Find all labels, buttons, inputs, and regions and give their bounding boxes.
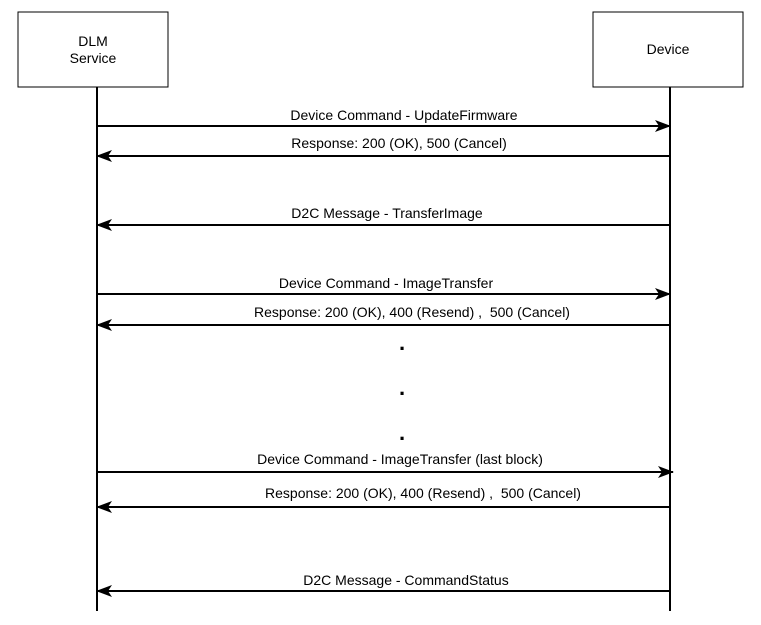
message-label: Device Command - ImageTransfer (last blo… (257, 451, 543, 467)
message-label: Response: 200 (OK), 400 (Resend) , 500 (… (265, 485, 581, 501)
message-command-status: D2C Message - CommandStatus (96, 572, 670, 597)
message-image-transfer: Device Command - ImageTransfer (97, 275, 671, 300)
participant-dlm-service-label-line1: DLM (78, 33, 108, 49)
message-label: Response: 200 (OK), 500 (Cancel) (291, 135, 507, 151)
message-update-firmware: Device Command - UpdateFirmware (97, 107, 671, 132)
ellipsis-dot: . (399, 420, 405, 445)
message-transfer-image: D2C Message - TransferImage (96, 205, 670, 231)
message-image-transfer-last-block: Device Command - ImageTransfer (last blo… (97, 451, 674, 478)
ellipsis-dot: . (399, 330, 405, 355)
message-label: D2C Message - TransferImage (291, 205, 483, 221)
participant-dlm-service-box (17, 11, 169, 88)
participant-dlm-service: DLM Service (17, 11, 169, 88)
message-label: Device Command - ImageTransfer (279, 275, 494, 291)
message-label: D2C Message - CommandStatus (303, 572, 508, 588)
message-response-1: Response: 200 (OK), 500 (Cancel) (96, 135, 670, 162)
participant-device-label: Device (647, 41, 690, 57)
message-label: Device Command - UpdateFirmware (290, 107, 517, 123)
message-response-2: Response: 200 (OK), 400 (Resend) , 500 (… (96, 304, 670, 331)
ellipsis-dot: . (399, 375, 405, 400)
participant-dlm-service-label-line2: Service (70, 50, 117, 66)
participant-device: Device (592, 11, 744, 88)
participant-device-box (592, 11, 744, 88)
message-response-3: Response: 200 (OK), 400 (Resend) , 500 (… (96, 485, 670, 513)
message-label: Response: 200 (OK), 400 (Resend) , 500 (… (254, 304, 570, 320)
